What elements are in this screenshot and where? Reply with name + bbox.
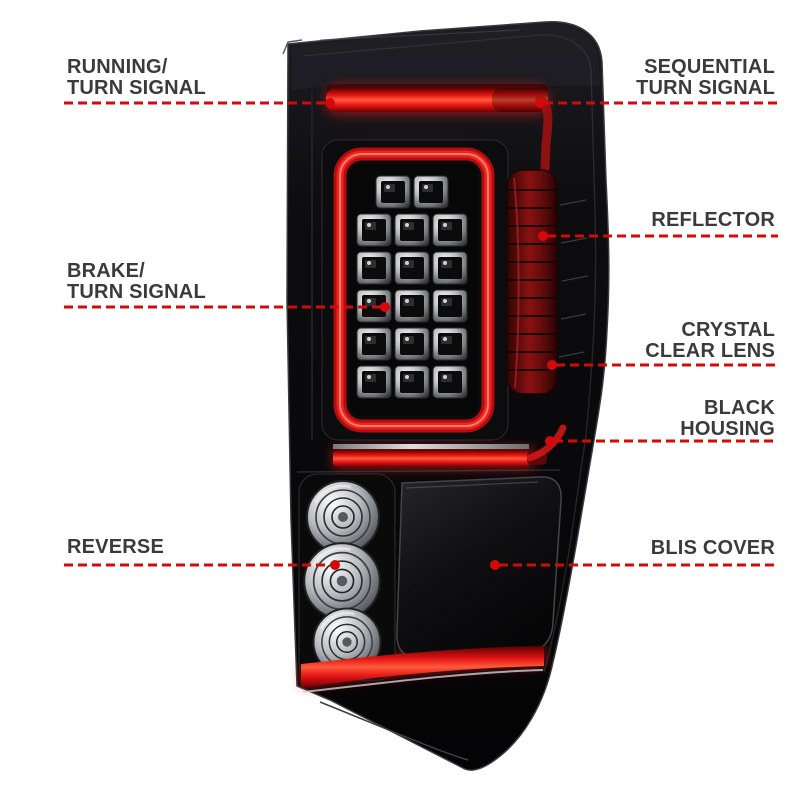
- callout-label-line: BLIS COVER: [650, 537, 775, 559]
- bottom-wedge-line: [319, 701, 469, 761]
- callout-label-line: HOUSING: [680, 418, 775, 440]
- led-cell: [432, 213, 468, 247]
- led-cell: [394, 251, 430, 285]
- callout-label-line: TURN SIGNAL: [67, 281, 206, 303]
- callout-label-line: TURN SIGNAL: [67, 77, 206, 99]
- led-cell: [432, 289, 468, 323]
- black-housing-dot: [545, 436, 555, 446]
- housing-corner-step: [282, 39, 303, 55]
- callout-label-crystal-clear-lens: CRYSTAL CLEAR LENS: [645, 320, 775, 362]
- callout-label-line: CLEAR LENS: [645, 340, 775, 362]
- led-cell: [375, 175, 411, 209]
- lower-light-stripe: [301, 646, 544, 693]
- chrome-accent-line: [302, 669, 544, 693]
- lens-sheen: [319, 29, 521, 41]
- chrome-trim-strip: [333, 444, 529, 449]
- led-cell: [432, 327, 468, 361]
- brake-light-ring: [333, 147, 495, 433]
- callout-label-line: REVERSE: [67, 536, 164, 558]
- callout-label-reverse: REVERSE: [67, 537, 164, 558]
- callout-label-line: BLACK: [704, 397, 775, 419]
- callout-label-sequential-turn-signal: SEQUENTIAL TURN SIGNAL: [636, 57, 775, 99]
- led-cell: [394, 327, 430, 361]
- running-turn-signal-dot: [325, 98, 335, 108]
- middle-light-bar: [333, 424, 567, 467]
- led-cell: [432, 251, 468, 285]
- led-cell: [394, 213, 430, 247]
- reverse-dot: [330, 560, 340, 570]
- inner-bezel-line: [301, 34, 597, 673]
- callout-label-running-turn-signal: RUNNING/ TURN SIGNAL: [67, 57, 206, 99]
- blis-cover-dot: [490, 560, 500, 570]
- smoked-top-lens: [292, 23, 600, 90]
- callout-dots: [325, 98, 557, 570]
- callout-label-brake-turn-signal: BRAKE/ TURN SIGNAL: [67, 261, 206, 303]
- side-fins: [558, 199, 589, 358]
- callout-label-line: SEQUENTIAL: [644, 56, 775, 78]
- led-cell: [356, 251, 392, 285]
- reflector-strip: [506, 169, 558, 395]
- led-cell: [394, 289, 430, 323]
- callout-label-line: CRYSTAL: [681, 319, 775, 341]
- blis-cover-panel: [396, 476, 562, 658]
- callout-label-line: TURN SIGNAL: [636, 77, 775, 99]
- projector-lens: [302, 541, 382, 621]
- callout-label-line: RUNNING/: [67, 56, 168, 78]
- led-cell: [413, 175, 449, 209]
- callout-label-black-housing: BLACK HOUSING: [680, 398, 775, 440]
- brake-turn-signal-dot: [380, 302, 390, 312]
- callout-label-line: BRAKE/: [67, 260, 145, 282]
- led-cell: [394, 365, 430, 399]
- callout-lines: [64, 101, 778, 567]
- crystal-clear-lens-dot: [547, 360, 557, 370]
- led-cell: [356, 327, 392, 361]
- sequential-turn-signal-dot: [535, 98, 545, 108]
- callout-label-blis-cover: BLIS COVER: [651, 538, 775, 559]
- reflector-dot: [538, 231, 548, 241]
- led-cell: [356, 365, 392, 399]
- reverse-projectors: [298, 473, 396, 681]
- led-cell: [432, 365, 468, 399]
- mid-seam: [296, 469, 561, 473]
- right-edge-light-streak: [526, 424, 567, 462]
- callout-label-reflector: REFLECTOR: [651, 210, 775, 231]
- callout-label-line: REFLECTOR: [651, 209, 775, 231]
- led-cell: [356, 213, 392, 247]
